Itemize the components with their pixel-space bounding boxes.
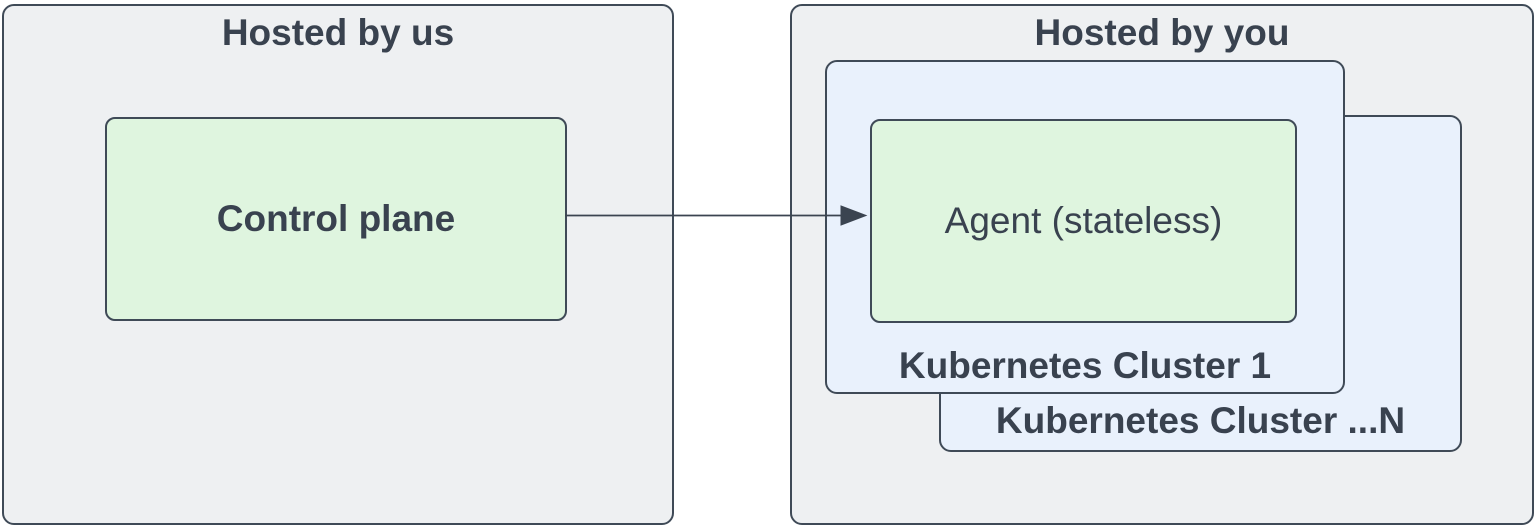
hosted-by-you-container: Hosted by you Kubernetes Cluster ...N Ag… <box>790 4 1534 525</box>
control-plane-label: Control plane <box>216 198 456 239</box>
control-plane-node: Control plane <box>105 117 567 321</box>
hosted-by-you-title: Hosted by you <box>1034 12 1290 53</box>
kubernetes-cluster-1-box: Agent (stateless) Kubernetes Cluster 1 <box>825 60 1345 394</box>
agent-label: Agent (stateless) <box>944 200 1223 241</box>
hosted-by-us-container: Hosted by us Control plane <box>2 4 674 525</box>
kubernetes-cluster-1-label: Kubernetes Cluster 1 <box>898 345 1272 387</box>
kubernetes-cluster-n-label: Kubernetes Cluster ...N <box>995 400 1406 442</box>
hosted-by-us-title: Hosted by us <box>221 12 455 53</box>
agent-node: Agent (stateless) <box>870 119 1297 323</box>
